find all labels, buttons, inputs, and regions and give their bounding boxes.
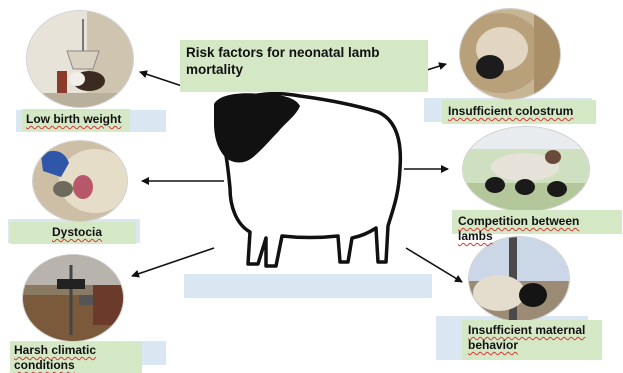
label-dystocia: Dystocia bbox=[10, 222, 136, 244]
arrow-low-birth-weight bbox=[140, 72, 182, 86]
photo-dystocia bbox=[32, 140, 128, 222]
diagram-title: Risk factors for neonatal lamb mortality bbox=[180, 40, 428, 92]
arrow-harsh-climatic bbox=[132, 248, 214, 276]
photo-competition bbox=[462, 126, 590, 212]
label-maternal-behavior: Insufficient maternal behavior bbox=[462, 320, 602, 360]
photo-low-birth-weight bbox=[26, 10, 134, 108]
photo-harsh-climatic bbox=[22, 254, 124, 342]
photo-insufficient-colostrum bbox=[459, 8, 561, 100]
label-insufficient-colostrum: Insufficient colostrum bbox=[442, 100, 596, 124]
label-competition: Competition between lambs bbox=[452, 210, 622, 234]
photo-maternal-behavior bbox=[468, 236, 570, 322]
highlight-bar bbox=[184, 274, 432, 298]
label-low-birth-weight: Low birth weight bbox=[22, 109, 130, 131]
lamb-silhouette bbox=[214, 93, 400, 266]
label-harsh-climatic: Harsh climatic conditions bbox=[10, 342, 142, 373]
